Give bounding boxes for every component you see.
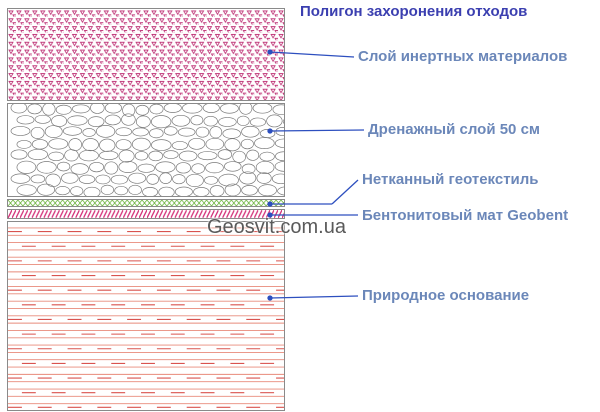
drainage-layer-label: Дренажный слой 50 см	[368, 121, 541, 138]
geotextile-pattern	[8, 200, 284, 206]
inert-materials-layer	[7, 8, 285, 101]
bentonite-pattern	[8, 210, 284, 218]
bentonite-label: Бентонитовый мат Geobent	[362, 207, 569, 224]
natural-base-label: Природное основание	[362, 287, 530, 304]
watermark: Geosvit.com.ua	[207, 216, 346, 238]
diagram-title: Полигон захоронения отходов	[300, 3, 528, 20]
geotextile-label: Нетканный геотекстиль	[362, 171, 539, 188]
geotextile-layer	[7, 199, 285, 207]
drainage-layer	[7, 103, 285, 197]
inert-pattern	[8, 9, 284, 100]
inert-materials-label: Слой инертных материалов	[358, 48, 568, 65]
bentonite-layer	[7, 209, 285, 219]
natural-base-layer	[7, 221, 285, 411]
gravel-pattern	[10, 104, 284, 196]
soil-pattern	[8, 227, 284, 408]
